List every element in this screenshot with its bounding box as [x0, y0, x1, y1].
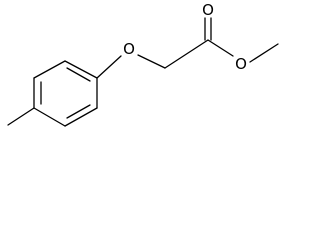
ring-methyl-bond	[7, 107, 35, 126]
ring-bond-3	[64, 60, 98, 79]
ring-bond-5	[64, 107, 98, 127]
ring-bond-2	[33, 60, 66, 79]
ether-oxygen-label: O	[123, 40, 135, 58]
ester-oxygen-label: O	[235, 55, 247, 73]
structure-drawing: O O O	[7, 1, 279, 127]
ring-double-bond-inner-3	[66, 104, 91, 119]
ester-oxygen-to-methyl-bond	[249, 43, 279, 63]
molecule-canvas: O O O	[0, 0, 284, 134]
ring-to-ether-oxygen-bond	[96, 55, 122, 79]
carbonyl-oxygen-label: O	[202, 1, 214, 19]
ring-double-bond-inner-2	[66, 67, 91, 82]
benzene-ring	[33, 60, 98, 127]
ether-oxygen-to-ch2-bond	[137, 54, 166, 69]
ch2-to-carbonyl-bond	[164, 39, 209, 69]
carbonyl-to-ester-oxygen-bond	[207, 39, 234, 57]
ring-bond-6	[33, 107, 66, 127]
